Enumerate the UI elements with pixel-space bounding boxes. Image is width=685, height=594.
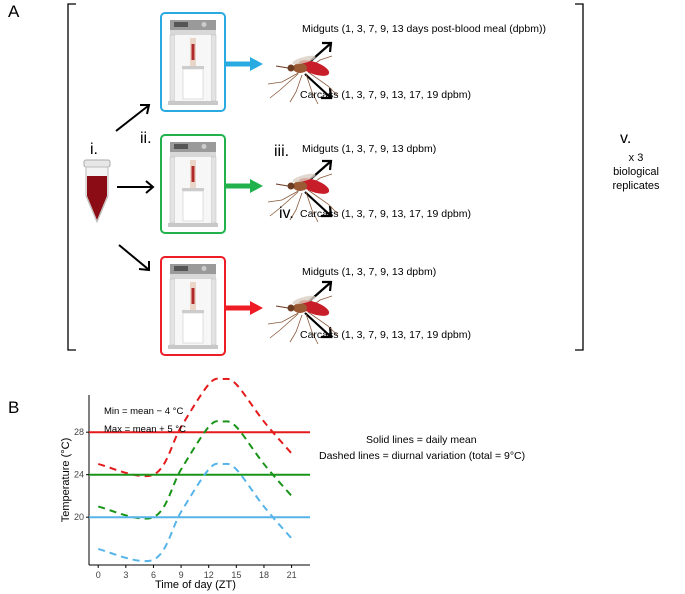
- y-axis-title: Temperature (°C): [60, 437, 72, 523]
- replicates-line1: x 3: [628, 152, 644, 164]
- mosquito-icon: [267, 295, 339, 345]
- row3-midguts-label: Midguts (1, 3, 7, 9, 13 dpbm): [302, 266, 437, 278]
- left-bracket: [67, 3, 76, 351]
- min-note: Min = mean − 4 °C: [104, 406, 184, 417]
- replicates-line3: replicates: [612, 180, 660, 192]
- replicates-line2: biological: [613, 166, 659, 178]
- replicates-text: x 3 biological replicates: [600, 151, 672, 193]
- right-bracket: [575, 3, 584, 351]
- max-note: Max = mean + 5 °C: [104, 424, 186, 435]
- diurnal-line-1: [97, 377, 293, 478]
- x-tick-label: 18: [259, 570, 269, 580]
- x-tick-label: 9: [179, 570, 184, 580]
- blood-tube-icon: [83, 159, 111, 224]
- y-tick-label: 28: [74, 427, 84, 437]
- mosquito-icon: [267, 55, 339, 105]
- row1-midguts-label: Midguts (1, 3, 7, 9, 13 days post-blood …: [302, 23, 546, 35]
- x-tick-label: 0: [96, 570, 101, 580]
- y-tick-label: 20: [74, 512, 84, 522]
- panel-b-letter: B: [8, 398, 20, 417]
- colored-arrows: [222, 57, 263, 315]
- legend-solid-text: Solid lines = daily mean: [366, 434, 477, 446]
- diurnal-line-5: [97, 462, 293, 563]
- step-i-label: i.: [90, 141, 98, 158]
- x-tick-label: 3: [123, 570, 128, 580]
- panel-a-letter: A: [8, 2, 20, 21]
- step-iii-label: iii.: [274, 143, 290, 160]
- incubator-icon: [160, 12, 226, 112]
- incubator-icon: [160, 256, 226, 356]
- step-iv-label: iv.: [279, 205, 294, 222]
- row2-carcass-label: Carcass (1, 3, 7, 9, 13, 17, 19 dpbm): [300, 208, 472, 220]
- split-arrows: [304, 41, 333, 339]
- diurnal-line-3: [97, 420, 293, 520]
- x-tick-label: 15: [231, 570, 241, 580]
- mosquito-icon: [267, 173, 339, 223]
- chart-marks: 0 3 6 9 12 15 18 21 20 24 28: [74, 377, 310, 580]
- x-tick-label: 12: [204, 570, 214, 580]
- row3-carcass-label: Carcass (1, 3, 7, 9, 13, 17, 19 dpbm): [300, 329, 472, 341]
- row1-carcass-label: Carcass (1, 3, 7, 9, 13, 17, 19 dpbm): [300, 89, 472, 101]
- x-axis-title: Time of day (ZT): [155, 579, 236, 591]
- y-tick-label: 24: [74, 470, 84, 480]
- arrow-to-row3: [118, 244, 149, 270]
- step-v-label: v.: [620, 130, 632, 147]
- row2-midguts-label: Midguts (1, 3, 7, 9, 13 dpbm): [302, 143, 437, 155]
- arrow-to-row1: [115, 105, 149, 132]
- legend-dashed-text: Dashed lines = diurnal variation (total …: [319, 450, 526, 462]
- tube-arrows: [115, 104, 155, 272]
- x-tick-label: 6: [151, 570, 156, 580]
- x-tick-label: 21: [287, 570, 297, 580]
- incubator-icon: [160, 134, 226, 234]
- step-ii-label: ii.: [140, 130, 152, 147]
